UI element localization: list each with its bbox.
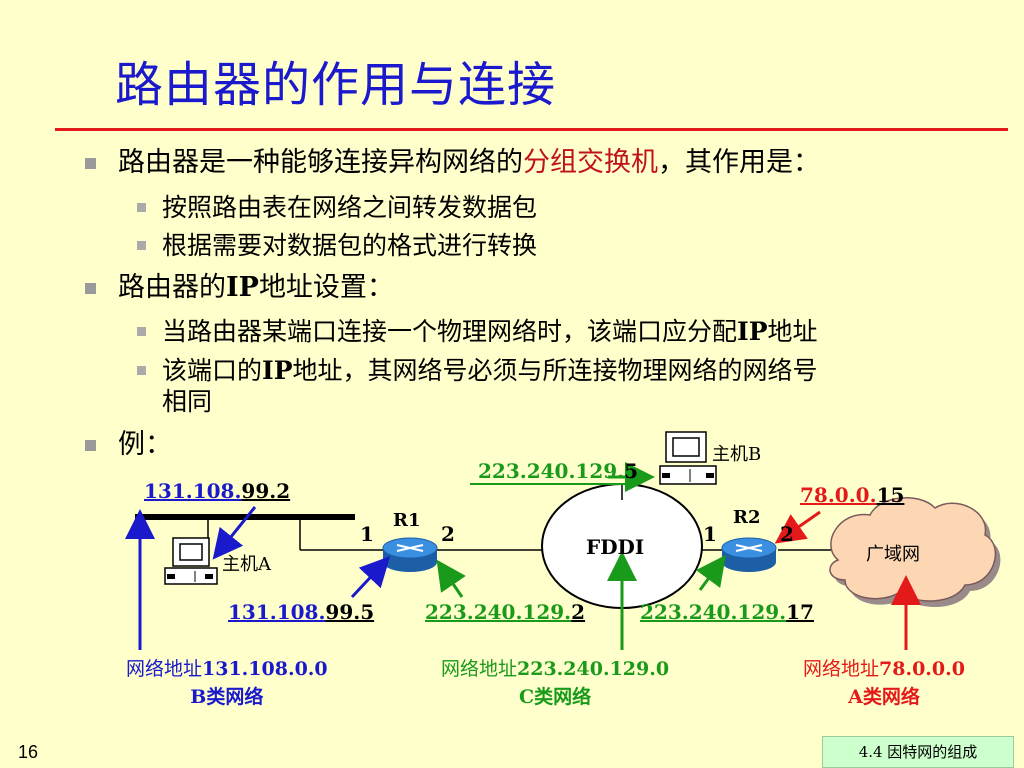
host-a-computer-icon — [164, 537, 218, 585]
bullet-2-ip: IP — [226, 272, 259, 303]
r2-port1-address: 223.240.129.17 — [640, 600, 814, 624]
sub-bullet-2-2-line2: 相同 — [162, 387, 213, 417]
r2-port-2: 2 — [780, 522, 794, 546]
wan-label: 广域网 — [866, 544, 920, 565]
bullet-marker — [85, 158, 96, 169]
sub-bullet-2-1-text: 当路由器某端口连接一个物理网络时，该端口应分配 — [162, 317, 738, 346]
bullet-1-emphasis: 分组交换机 — [523, 147, 658, 178]
host-b-address: 223.240.129.5 — [470, 459, 639, 485]
sub-bullet-marker — [137, 366, 146, 375]
arrow-host-a-address — [212, 506, 257, 560]
bullet-3: 例： — [118, 429, 172, 460]
bullet-marker — [85, 440, 96, 451]
bullet-2: 路由器的IP地址设置： — [118, 271, 394, 305]
sub-bullet-marker — [137, 241, 146, 250]
sub-bullet-marker — [137, 203, 146, 212]
arrow-r2-port1-address — [696, 554, 726, 591]
router-r2-icon — [721, 537, 777, 572]
sub-bullet-2-2-tail: 地址，其网络号必须与所连接物理网络的网络号 — [292, 356, 818, 385]
router-r1-label: R1 — [393, 510, 421, 531]
sub-bullet-2-1-ip: IP — [737, 317, 768, 346]
r1-port1-address: 131.108.99.5 — [228, 600, 375, 624]
sub-bullet-2-2-ip: IP — [262, 356, 293, 385]
host-a-address: 131.108.99.2 — [144, 479, 291, 503]
arrow-r2-port2-address — [774, 510, 821, 544]
sub-bullet-1-2: 根据需要对数据包的格式进行转换 — [162, 231, 538, 260]
r2-port-1: 1 — [703, 522, 717, 546]
host-b-label: 主机B — [712, 444, 762, 465]
bullet-marker — [85, 283, 96, 294]
arrow-r1-port2-address — [436, 559, 466, 598]
fddi-label: FDDI — [586, 535, 645, 559]
section-footer: 4.4 因特网的组成 — [822, 736, 1014, 768]
r1-port-2: 2 — [441, 522, 455, 546]
sub-bullet-1-1: 按照路由表在网络之间转发数据包 — [162, 193, 538, 222]
sub-bullet-2-2-text: 该端口的 — [162, 356, 263, 385]
r1-port-1: 1 — [360, 522, 374, 546]
network-a-caption: 网络地址78.0.0.0 A类网络 — [803, 658, 965, 708]
sub-bullet-2-1: 当路由器某端口连接一个物理网络时，该端口应分配IP地址 — [162, 316, 818, 347]
lan-bus — [135, 514, 355, 520]
sub-bullet-2-2: 该端口的IP地址，其网络号必须与所连接物理网络的网络号 相同 — [162, 355, 818, 418]
router-r1-icon — [382, 537, 438, 572]
sub-bullet-marker — [137, 327, 146, 336]
arrow-r1-port1-address — [350, 556, 391, 599]
bullet-1-tail: ，其作用是： — [658, 147, 820, 178]
router-r2-label: R2 — [733, 507, 761, 528]
network-c-caption: 网络地址223.240.129.0 C类网络 — [441, 658, 670, 708]
bullet-1-text: 路由器是一种能够连接异构网络的 — [118, 147, 523, 178]
sub-bullet-2-1-tail: 地址 — [767, 317, 818, 346]
r2-port2-address: 78.0.0.15 — [800, 483, 905, 507]
host-a-label: 主机A — [222, 554, 271, 575]
wan-cloud-icon — [829, 497, 1001, 608]
page-title: 路由器的作用与连接 — [115, 57, 557, 113]
title-divider — [55, 128, 1008, 131]
network-b-caption: 网络地址131.108.0.0 B类网络 — [126, 658, 328, 708]
page-number: 16 — [18, 742, 39, 762]
bullet-2-text: 路由器的 — [118, 272, 226, 303]
r1-port2-address: 223.240.129.2 — [425, 600, 586, 624]
bullet-1: 路由器是一种能够连接异构网络的分组交换机，其作用是： — [118, 146, 820, 180]
host-b-computer-icon — [659, 431, 717, 485]
bullet-2-tail: 地址设置： — [258, 272, 394, 303]
